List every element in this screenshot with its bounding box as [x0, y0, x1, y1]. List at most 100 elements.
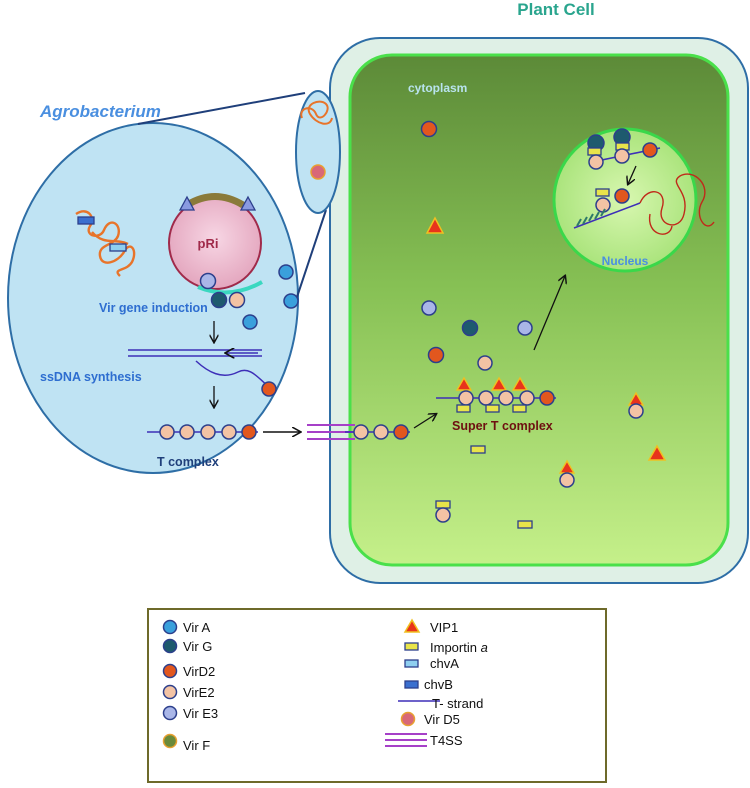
agrobacterium-cell	[7, 122, 299, 474]
vip1-super-3	[511, 376, 529, 391]
vire2-cytoplasm-4	[435, 507, 451, 523]
vir-e3-bacterium	[199, 272, 217, 290]
ssdna-synthesis-label: ssDNA synthesis	[40, 370, 142, 384]
plant-cytoplasm	[348, 53, 730, 567]
vird2-cytoplasm-1	[420, 120, 438, 138]
vip1-super-2	[490, 376, 508, 391]
importin-super-3	[512, 404, 527, 413]
vire2-super-2	[478, 390, 494, 406]
importin-cytoplasm-1	[470, 445, 486, 454]
legend-chva: chvA	[430, 656, 459, 671]
importin-cytoplasm-2	[435, 500, 451, 509]
legend-vird2-swatch	[162, 663, 178, 679]
legend-vir-d5-swatch	[400, 711, 416, 727]
legend-vir-g: Vir G	[183, 639, 212, 654]
vird2-super	[539, 390, 555, 406]
bacterial-chromosome	[75, 210, 136, 277]
legend-box	[147, 608, 607, 783]
legend-vir-f: Vir F	[183, 738, 210, 753]
legend-importin: Importin a	[430, 640, 488, 655]
vire2-t-3	[200, 424, 216, 440]
legend-vip1: VIP1	[430, 620, 458, 635]
zoom-line-bottom	[295, 209, 327, 301]
pri-t-region	[185, 193, 245, 209]
vird2-cytoplasm-2	[427, 346, 445, 364]
vird2-ssdna	[261, 381, 277, 397]
chvb-bacterium	[77, 216, 95, 225]
nucleus: Nucleus	[552, 127, 715, 273]
vire2-super-3	[498, 390, 514, 406]
legend-importin-swatch	[404, 642, 419, 651]
legend: Vir A Vir G VirD2 VirE2 Vir E3 Vir F VIP…	[147, 608, 607, 783]
plant-cell: Plant Cell cytoplasm Nucleus	[329, 0, 749, 584]
vir-a-membrane-2	[283, 293, 299, 309]
legend-vir-e3: Vir E3	[183, 706, 218, 721]
legend-vir-d5: Vir D5	[424, 712, 460, 727]
zoom-virD5	[310, 164, 326, 180]
vird2-t	[241, 424, 257, 440]
ssdna-strand	[195, 360, 269, 387]
vir-a-membrane-3	[242, 314, 258, 330]
nucleus-label: Nucleus	[602, 254, 649, 268]
legend-chvb-swatch	[404, 680, 419, 689]
vire2-nucleus-1	[588, 154, 604, 170]
legend-t4ss: T4SS	[430, 733, 463, 748]
vire2-nucleus-2	[614, 148, 630, 164]
vire2-cytoplasm-1	[477, 355, 493, 371]
super-t-complex: Super T complex	[436, 376, 556, 433]
vip1-cytoplasm-3	[647, 444, 667, 461]
vir-e3-cytoplasm-1	[421, 300, 437, 316]
bacterial-chromosome-2	[91, 231, 129, 246]
cytoplasm-label: cytoplasm	[408, 81, 467, 95]
pri-label: pRi	[198, 236, 219, 251]
plant-chromosomal-dna	[639, 173, 715, 227]
importin-super-2	[485, 404, 500, 413]
legend-vip1-swatch	[403, 618, 421, 633]
zoom-chromosome	[300, 100, 333, 125]
t-complex-label: T complex	[157, 455, 219, 469]
vire2-super-1	[458, 390, 474, 406]
vip1-cytoplasm-1	[425, 216, 445, 234]
legend-vir-a-swatch	[162, 619, 178, 635]
legend-vire2-swatch	[162, 684, 178, 700]
importin-cytoplasm-3	[517, 520, 533, 529]
vir-gene-induction-label: Vir gene induction	[99, 301, 208, 315]
legend-vird2: VirD2	[183, 664, 215, 679]
pri-border-right	[239, 195, 257, 211]
legend-vir-g-swatch	[162, 638, 178, 654]
arrow-to-super-t	[413, 414, 436, 429]
pri-border-left	[178, 195, 196, 211]
vir-a-membrane-1	[278, 264, 294, 280]
legend-importin-alpha: a	[481, 640, 488, 655]
importin-nucleus-3	[595, 188, 610, 197]
nucleus-down-arrow	[628, 165, 637, 184]
integration-strand	[573, 202, 641, 229]
vire2-t-1	[159, 424, 175, 440]
importin-nucleus-1	[587, 147, 602, 156]
vip1-super-1	[455, 376, 473, 391]
vire2-t-2	[179, 424, 195, 440]
vire2-t-4	[221, 424, 237, 440]
vire2-transfer-2	[373, 424, 389, 440]
legend-chva-swatch	[404, 659, 419, 668]
legend-vir-a: Vir A	[183, 620, 211, 635]
zoom-detail	[295, 90, 341, 214]
vire2-bacterium	[228, 291, 246, 309]
t4ss-transfer	[263, 414, 436, 440]
vird2-nucleus-1	[642, 142, 658, 158]
agrobacterium-title: Agrobacterium	[39, 102, 161, 121]
agrobacterium: Agrobacterium pRi Vir gene induction	[7, 90, 341, 474]
vire2-nucleus-3	[595, 197, 611, 213]
vir-g-bacterium	[210, 291, 228, 309]
arrow-to-nucleus	[533, 276, 565, 351]
vird2-transfer	[393, 424, 409, 440]
vire2-super-4	[519, 390, 535, 406]
plant-cell-title: Plant Cell	[517, 0, 594, 19]
vire2-transfer-1	[353, 424, 369, 440]
chva-bacterium	[109, 243, 127, 252]
vir-g-cytoplasm-1	[461, 319, 479, 337]
super-t-complex-label: Super T complex	[452, 419, 553, 433]
legend-chvb: chvB	[424, 677, 453, 692]
vir-e3-cytoplasm-2	[517, 320, 533, 336]
